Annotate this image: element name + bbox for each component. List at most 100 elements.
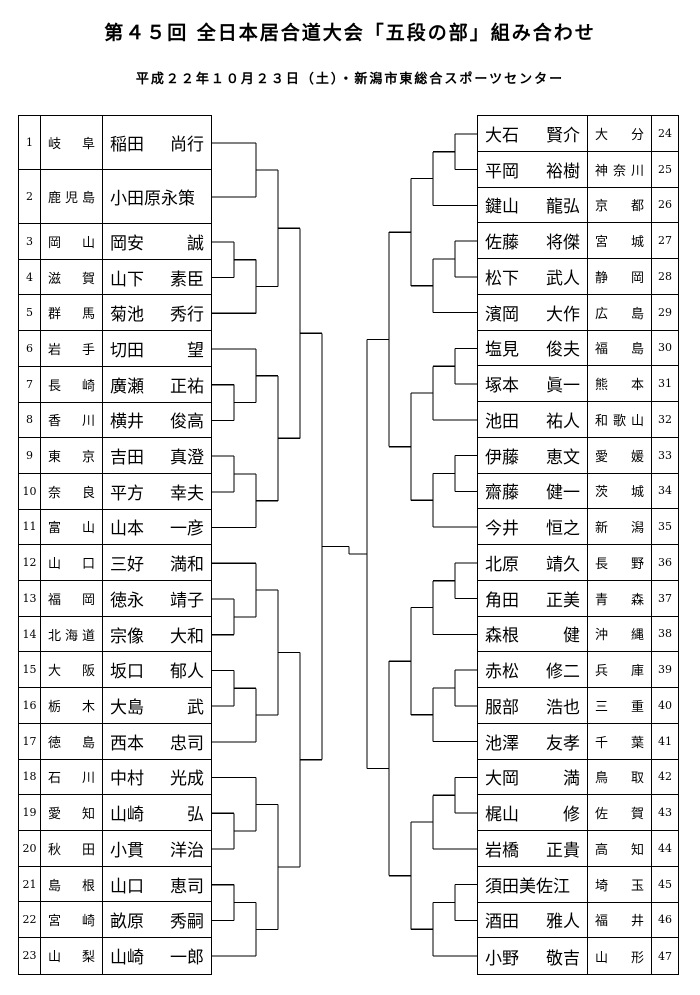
family-name: 山崎 — [110, 948, 144, 969]
family-name: 大島 — [110, 697, 144, 718]
given-name: 秀行 — [170, 305, 204, 326]
prefecture-char: 城 — [630, 485, 644, 501]
prefecture-char: 香 — [48, 414, 62, 430]
page-title: 第４５回 全日本居合道大会「五段の部」組み合わせ — [104, 22, 596, 44]
family-name: 宗像 — [110, 626, 144, 647]
family-name: 三好 — [110, 555, 144, 576]
prefecture-char: 宮 — [595, 235, 609, 251]
player-prefecture: 宮崎 — [41, 902, 103, 938]
given-name: 郁人 — [170, 662, 204, 683]
player-number: 35 — [658, 520, 672, 534]
prefecture-char: 縄 — [630, 628, 644, 644]
player-number: 42 — [658, 770, 672, 784]
given-name: 恵司 — [170, 876, 204, 897]
player-number: 36 — [658, 555, 672, 569]
player-number: 47 — [658, 949, 672, 963]
prefecture-char: 埼 — [595, 878, 609, 894]
prefecture-char: 口 — [81, 557, 95, 573]
player-prefecture: 富山 — [41, 509, 103, 545]
prefecture-char: 野 — [630, 556, 644, 572]
prefecture-char: 山 — [48, 557, 62, 573]
player-number: 40 — [658, 698, 672, 712]
player-number: 13 — [19, 581, 41, 616]
given-name: 友孝 — [546, 733, 580, 754]
player-number: 8 — [19, 402, 41, 438]
player-name: 塚本眞一 — [478, 366, 588, 401]
player-prefecture: 茨城 — [588, 473, 652, 509]
given-name: 将傑 — [546, 233, 580, 254]
given-name: 満 — [563, 769, 580, 790]
player-prefecture: 福岡 — [41, 581, 103, 616]
player-name: 平方幸夫 — [103, 474, 211, 509]
player-prefecture: 長野 — [588, 545, 652, 580]
prefecture-char: 葉 — [630, 735, 644, 751]
family-name: 酒田 — [485, 912, 519, 933]
prefecture-char: 新 — [595, 521, 609, 537]
prefecture-char: 賀 — [81, 271, 95, 287]
player-name: 坂口郁人 — [103, 652, 211, 687]
player-number: 12 — [19, 545, 41, 581]
player-name: 山下素臣 — [103, 260, 211, 295]
given-name: 裕樹 — [546, 161, 580, 182]
player-name: 岩橋正貴 — [478, 831, 588, 866]
player-name: 酒田雅人 — [478, 902, 588, 938]
player-number: 1 — [19, 116, 41, 169]
prefecture-char: 阪 — [81, 664, 95, 680]
player-prefecture: 青森 — [588, 580, 652, 616]
prefecture-char: 山 — [81, 521, 95, 537]
prefecture-char: 庫 — [630, 664, 644, 680]
prefecture-char: 石 — [48, 771, 62, 787]
family-name: 中村 — [110, 769, 144, 790]
prefecture-char: 兵 — [595, 664, 609, 680]
player-name: 北原靖久 — [478, 545, 588, 580]
given-name: 秀嗣 — [170, 912, 204, 933]
family-name: 小貫 — [110, 840, 144, 861]
player-name: 山崎一郎 — [103, 938, 211, 974]
player-prefecture: 高知 — [588, 831, 652, 866]
prefecture-char: 本 — [630, 378, 644, 394]
given-name: 正美 — [546, 590, 580, 611]
family-name: 齋藤 — [485, 483, 519, 504]
player-name: 須田美佐江 — [478, 866, 588, 902]
family-name: 塚本 — [485, 376, 519, 397]
player-name: 服部浩也 — [478, 688, 588, 723]
prefecture-char: 岡 — [81, 592, 95, 608]
player-name: 切田望 — [103, 331, 211, 366]
family-name: 小野 — [485, 948, 519, 969]
prefecture-char: 児 — [64, 191, 78, 206]
player-prefecture: 岩手 — [41, 331, 103, 366]
prefecture-char: 富 — [48, 521, 62, 537]
family-name: 森根 — [485, 626, 519, 647]
player-name: 三好満和 — [103, 545, 211, 580]
family-name: 鍵山 — [485, 197, 519, 218]
player-prefecture: 秋田 — [41, 830, 103, 866]
player-name: 山崎弘 — [103, 795, 211, 830]
given-name: 靖子 — [170, 590, 204, 611]
player-prefecture: 静岡 — [588, 259, 652, 294]
prefecture-char: 北 — [48, 628, 62, 644]
player-prefecture: 奈良 — [41, 473, 103, 509]
given-name: 修二 — [546, 662, 580, 683]
player-number: 23 — [19, 938, 41, 974]
player-number: 34 — [658, 484, 672, 498]
player-number: 46 — [658, 913, 672, 927]
prefecture-char: 形 — [630, 950, 644, 966]
prefecture-char: 崎 — [81, 378, 95, 394]
player-number: 44 — [658, 841, 672, 855]
player-name: 山本一彦 — [103, 510, 211, 545]
prefecture-char: 鹿 — [48, 191, 62, 206]
